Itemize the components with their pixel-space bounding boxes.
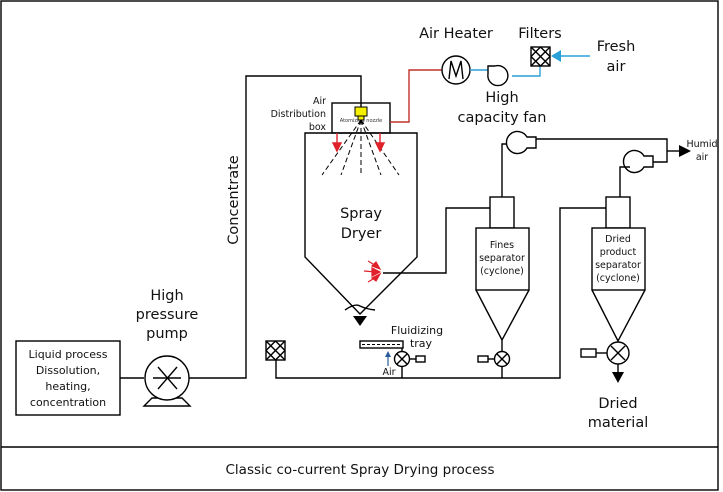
conveying-line bbox=[275, 207, 606, 379]
svg-text:air: air bbox=[607, 59, 626, 75]
svg-text:Dried: Dried bbox=[598, 396, 637, 412]
svg-text:Fluidizing: Fluidizing bbox=[391, 324, 443, 337]
svg-text:pump: pump bbox=[146, 326, 188, 342]
svg-text:Fresh: Fresh bbox=[597, 39, 636, 55]
high-capacity-fan: High capacity fan bbox=[457, 64, 547, 126]
svg-text:Air: Air bbox=[382, 367, 395, 378]
exhaust-air-arrows bbox=[363, 260, 382, 283]
atomizing-nozzle-icon bbox=[354, 106, 368, 117]
humid-air-arrow-icon bbox=[679, 145, 691, 157]
filters: Filters bbox=[518, 26, 562, 67]
heater-icon bbox=[441, 55, 471, 85]
concentrate-label: Concentrate bbox=[226, 155, 242, 244]
high-pressure-pump: High pressure pump bbox=[120, 288, 199, 407]
svg-text:material: material bbox=[588, 415, 649, 431]
air-line-fan-filter bbox=[512, 66, 541, 77]
air-distribution-box: Air Distribution box Atomizing nozzle bbox=[271, 96, 391, 134]
svg-text:Liquid process: Liquid process bbox=[29, 348, 108, 361]
svg-text:Distribution: Distribution bbox=[271, 109, 326, 120]
svg-text:capacity fan: capacity fan bbox=[457, 110, 546, 126]
svg-text:(cyclone): (cyclone) bbox=[596, 273, 640, 284]
spray-dryer: Spray Dryer bbox=[304, 106, 418, 326]
fluidizing-tray: Fluidizing tray Air bbox=[359, 324, 443, 378]
svg-text:Dryer: Dryer bbox=[341, 226, 382, 242]
fines-separator-cyclone: Fines separator (cyclone) bbox=[475, 196, 530, 378]
fresh-air-arrow-icon bbox=[551, 50, 561, 62]
exhaust-fan-2-icon bbox=[622, 149, 654, 174]
svg-text:Air: Air bbox=[313, 96, 326, 107]
svg-text:High: High bbox=[485, 90, 518, 106]
svg-text:air: air bbox=[696, 152, 708, 163]
svg-text:box: box bbox=[309, 122, 327, 133]
svg-text:pressure: pressure bbox=[136, 307, 199, 323]
concentrate-line bbox=[189, 75, 362, 379]
rotary-valve-dryer bbox=[393, 348, 426, 378]
air-inlet-arrows bbox=[331, 133, 386, 153]
svg-text:(cyclone): (cyclone) bbox=[480, 266, 524, 277]
dried-product-separator-cyclone: Dried product separator (cyclone) Dried … bbox=[580, 196, 649, 431]
liquid-process-box: Liquid process Dissolution, heating, con… bbox=[15, 340, 121, 416]
svg-text:High: High bbox=[150, 288, 183, 304]
svg-text:concentration: concentration bbox=[30, 396, 106, 409]
product-exhaust-line bbox=[619, 166, 630, 197]
fluid-bed-air-filter bbox=[265, 340, 286, 361]
svg-text:Fines: Fines bbox=[490, 240, 514, 251]
air-up-arrow-icon bbox=[385, 351, 391, 357]
svg-text:Dried: Dried bbox=[605, 234, 631, 245]
exhaust-line bbox=[383, 207, 490, 274]
air-heater: Air Heater bbox=[419, 26, 493, 85]
exhaust-fan-1-icon bbox=[505, 130, 537, 155]
svg-text:separator: separator bbox=[479, 253, 525, 264]
svg-text:Air Heater: Air Heater bbox=[419, 26, 493, 42]
svg-text:Spray: Spray bbox=[340, 206, 382, 222]
spray-pattern bbox=[321, 119, 400, 176]
fan-icon bbox=[487, 64, 509, 87]
svg-text:Humid: Humid bbox=[686, 139, 717, 150]
fines-exhaust-line bbox=[501, 143, 510, 197]
product-flow-arrow-icon bbox=[353, 316, 367, 326]
svg-text:product: product bbox=[600, 247, 637, 258]
svg-text:Dissolution,: Dissolution, bbox=[36, 364, 100, 377]
svg-text:separator: separator bbox=[595, 260, 641, 271]
hot-air-line bbox=[390, 69, 442, 123]
svg-text:tray: tray bbox=[410, 337, 433, 350]
svg-text:heating,: heating, bbox=[45, 380, 90, 393]
dried-output-arrow-icon bbox=[612, 372, 624, 383]
diagram-caption: Classic co-current Spray Drying process bbox=[226, 462, 495, 478]
svg-text:Filters: Filters bbox=[518, 26, 561, 42]
